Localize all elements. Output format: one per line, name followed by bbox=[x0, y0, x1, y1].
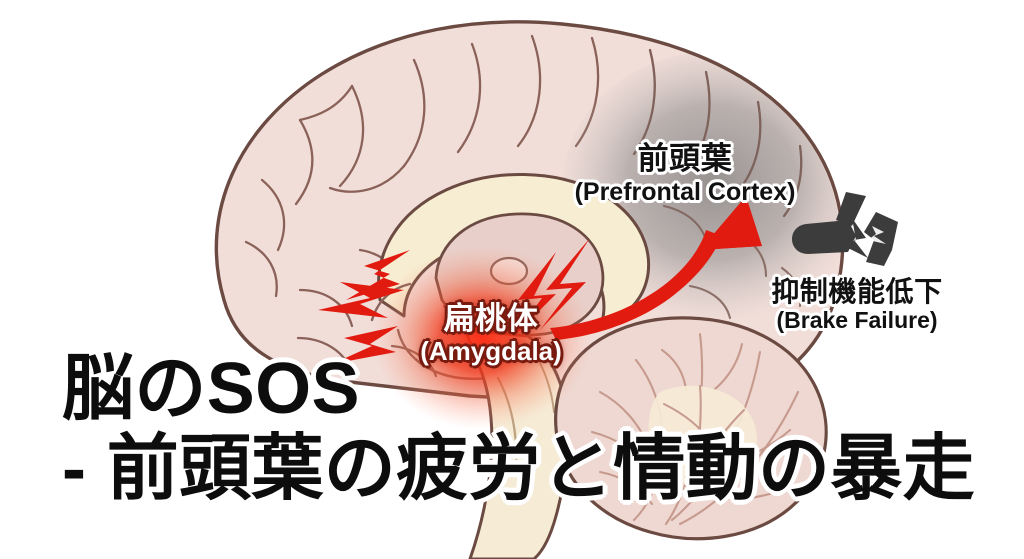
page-title: 脳のSOS - 前頭葉の疲労と情動の暴走 bbox=[62, 352, 975, 506]
label-amygdala-jp: 扁桃体 bbox=[443, 301, 539, 336]
label-amygdala-en: (Amygdala) bbox=[420, 335, 562, 366]
broken-brake-pedal-icon bbox=[792, 192, 898, 266]
label-brake-failure: 抑制機能低下 (Brake Failure) bbox=[748, 276, 966, 334]
label-prefrontal-en: (Prefrontal Cortex) bbox=[574, 177, 796, 206]
label-prefrontal-cortex: 前頭葉 (Prefrontal Cortex) bbox=[565, 141, 805, 206]
label-brake-jp: 抑制機能低下 bbox=[771, 276, 943, 307]
amygdala-glow bbox=[372, 246, 592, 430]
title-line-1: 脳のSOS bbox=[62, 349, 360, 429]
lightning-bolt-icon bbox=[514, 238, 590, 336]
curved-arrow-icon bbox=[550, 196, 762, 340]
title-line-2: - 前頭葉の疲労と情動の暴走 bbox=[62, 429, 976, 510]
lightning-bolt-icon bbox=[318, 250, 410, 364]
label-amygdala: 扁桃体 (Amygdala) bbox=[408, 301, 574, 366]
cerebellum bbox=[554, 316, 828, 541]
label-prefrontal-jp: 前頭葉 bbox=[637, 141, 733, 176]
label-brake-en: (Brake Failure) bbox=[776, 307, 938, 334]
